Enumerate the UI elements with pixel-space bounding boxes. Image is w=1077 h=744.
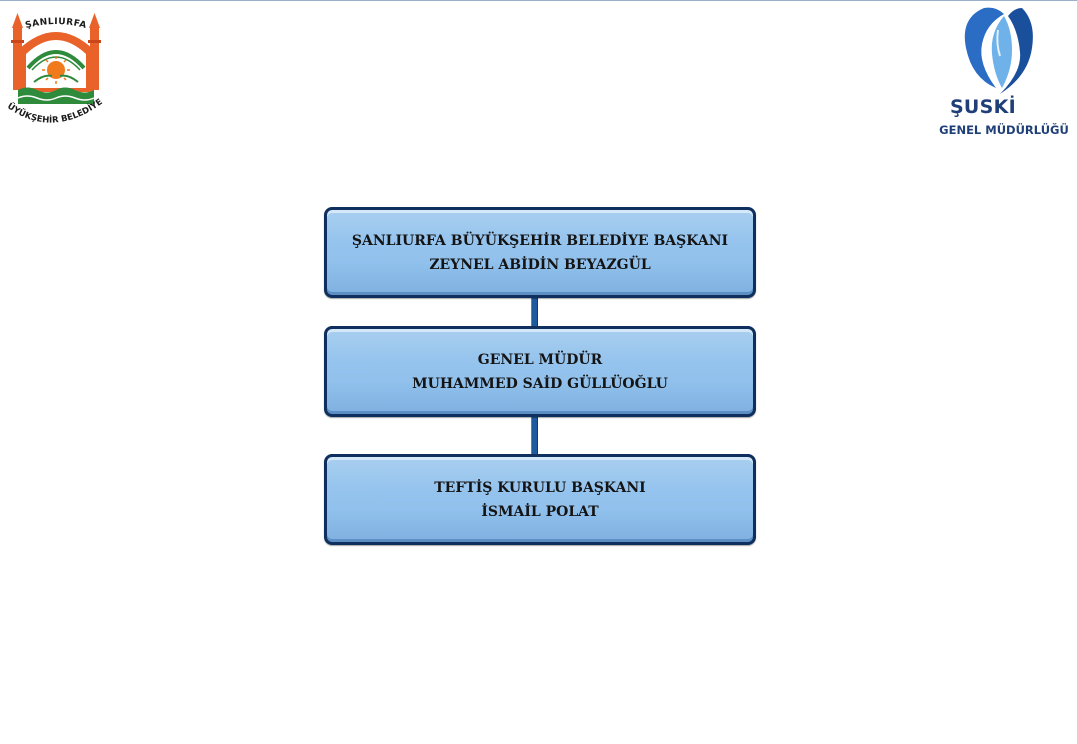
connector-2-3: [531, 414, 538, 456]
top-divider: [0, 0, 1077, 1]
suski-logo: ŞUSKİ GENEL MÜDÜRLÜĞÜ: [938, 4, 1070, 140]
org-node-general-manager: GENEL MÜDÜR MUHAMMED SAİD GÜLLÜOĞLU: [324, 326, 756, 417]
connector-1-2: [531, 296, 538, 328]
suski-subtitle: GENEL MÜDÜRLÜĞÜ: [939, 123, 1069, 137]
suski-name: ŞUSKİ: [949, 96, 1017, 118]
svg-text:ŞANLIURFA: ŞANLIURFA: [24, 17, 87, 31]
node-person-name: İSMAİL POLAT: [481, 503, 599, 520]
node-title: TEFTİŞ KURULU BAŞKANI: [434, 479, 646, 496]
sanliurfa-municipality-logo: ŞANLIURFA BÜYÜKŞEHİR BELEDİYESİ: [1, 2, 108, 142]
org-node-mayor: ŞANLIURFA BÜYÜKŞEHİR BELEDİYE BAŞKANI ZE…: [324, 207, 756, 298]
node-title: ŞANLIURFA BÜYÜKŞEHİR BELEDİYE BAŞKANI: [351, 232, 729, 249]
logo-arc-text: ŞANLIURFA: [24, 17, 87, 31]
org-node-inspection-board: TEFTİŞ KURULU BAŞKANI İSMAİL POLAT: [324, 454, 756, 545]
node-title: GENEL MÜDÜR: [477, 351, 603, 368]
node-person-name: ZEYNEL ABİDİN BEYAZGÜL: [429, 256, 651, 273]
node-person-name: MUHAMMED SAİD GÜLLÜOĞLU: [412, 375, 668, 392]
municipality-emblem-icon: ŞANLIURFA BÜYÜKŞEHİR BELEDİYESİ: [1, 2, 105, 126]
water-drop-icon: [964, 7, 1033, 94]
